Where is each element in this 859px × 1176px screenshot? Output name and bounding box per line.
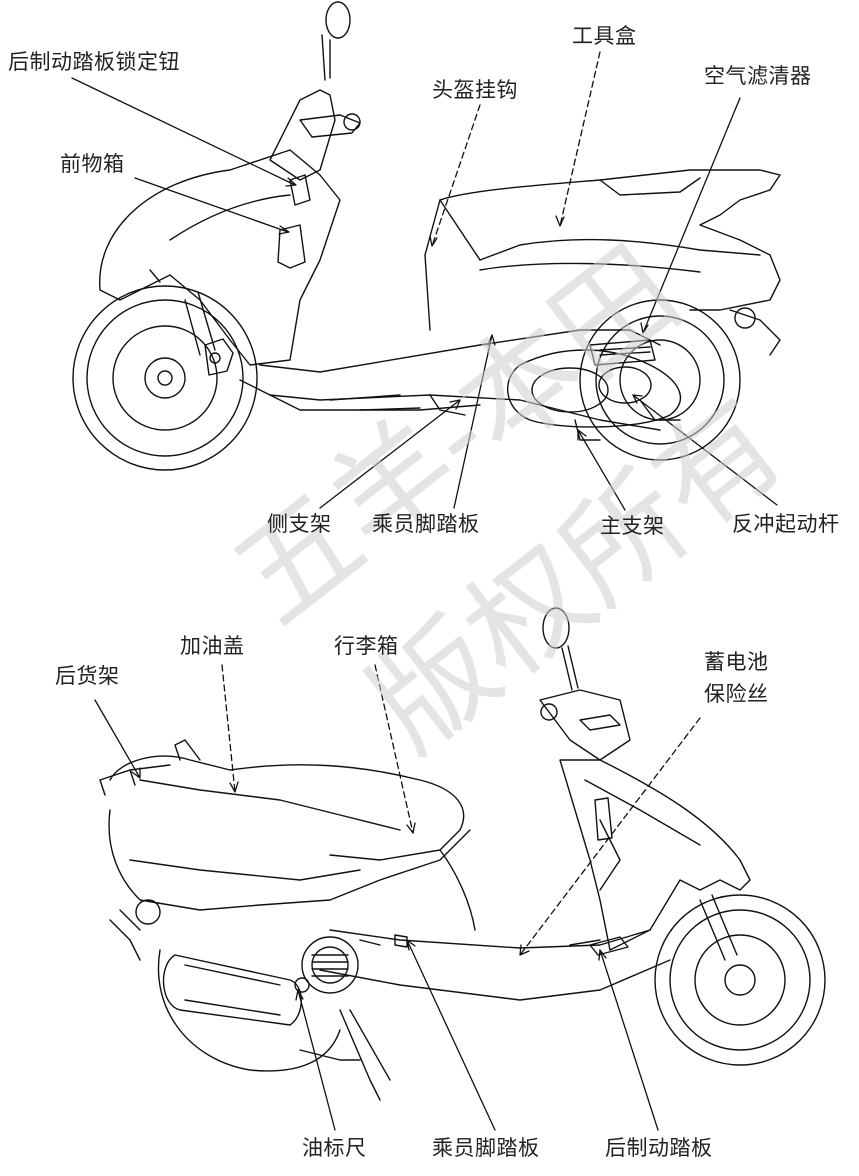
- leader-front-box: [134, 177, 289, 233]
- leader-rear-brake-pedal: [599, 949, 659, 1131]
- leader-luggage-box: [374, 664, 414, 834]
- top-front-wheel: [72, 285, 258, 471]
- arrow-rear-brake-lock: [285, 177, 297, 187]
- leader-rear-rack: [94, 699, 141, 779]
- arrow-helmet-hook: [429, 235, 438, 247]
- bottom-rear-wheel: [157, 936, 359, 1072]
- leader-rear-brake-lock: [71, 77, 296, 186]
- arrow-fuel-cap: [229, 781, 239, 793]
- arrow-front-box: [278, 225, 290, 235]
- leader-main-stand: [577, 429, 626, 511]
- label-side-stand: 侧支架: [267, 512, 332, 536]
- arrow-luggage-box: [406, 822, 416, 834]
- arrow-passenger-footrest-top: [487, 334, 496, 346]
- arrow-rear-rack: [131, 767, 141, 779]
- label-front-box: 前物箱: [60, 152, 125, 176]
- leader-lines: [71, 51, 778, 1131]
- label-luggage-box: 行李箱: [334, 634, 399, 658]
- label-rear-rack: 后货架: [55, 664, 120, 688]
- label-tool-box: 工具盒: [572, 24, 637, 48]
- arrow-kick-starter: [632, 394, 643, 404]
- label-passenger-footrest-top: 乘员脚踏板: [372, 512, 480, 536]
- leader-dipstick: [297, 989, 336, 1131]
- arrow-main-stand: [577, 429, 587, 441]
- leader-helmet-hook: [431, 104, 481, 247]
- leader-air-filter: [642, 97, 741, 334]
- leader-battery-fuse: [519, 717, 701, 956]
- leader-fuel-cap: [221, 664, 236, 793]
- leader-side-stand: [319, 399, 461, 509]
- bottom-scooter: [99, 607, 826, 1101]
- arrow-tool-box: [555, 215, 565, 227]
- label-fuel-cap: 加油盖: [180, 634, 245, 658]
- label-main-stand: 主支架: [600, 514, 665, 538]
- label-helmet-hook: 头盔挂钩: [432, 78, 518, 102]
- leader-tool-box: [559, 51, 601, 227]
- label-passenger-footrest-bottom: 乘员脚踏板: [432, 1136, 540, 1160]
- leader-passenger-footrest-bottom: [406, 939, 496, 1131]
- arrow-dipstick: [295, 989, 304, 1001]
- label-dipstick: 油标尺: [302, 1136, 367, 1160]
- label-kick-starter: 反冲起动杆: [732, 512, 840, 536]
- arrow-passenger-footrest-bottom: [406, 939, 416, 951]
- leader-kick-starter: [632, 394, 778, 506]
- top-scooter: [72, 1, 781, 471]
- bottom-front-wheel: [654, 894, 826, 1066]
- arrow-battery-fuse: [519, 944, 530, 956]
- label-battery: 蓄电池: [704, 650, 769, 674]
- arrow-rear-brake-pedal: [598, 949, 607, 961]
- leader-passenger-footrest-top: [453, 334, 493, 509]
- label-rear-brake-lock: 后制动踏板锁定钮: [8, 50, 180, 74]
- arrow-air-filter: [640, 322, 649, 334]
- label-rear-brake-pedal: 后制动踏板: [605, 1136, 713, 1160]
- label-air-filter: 空气滤清器: [704, 64, 812, 88]
- arrow-side-stand: [449, 399, 461, 410]
- label-fuse: 保险丝: [704, 682, 769, 706]
